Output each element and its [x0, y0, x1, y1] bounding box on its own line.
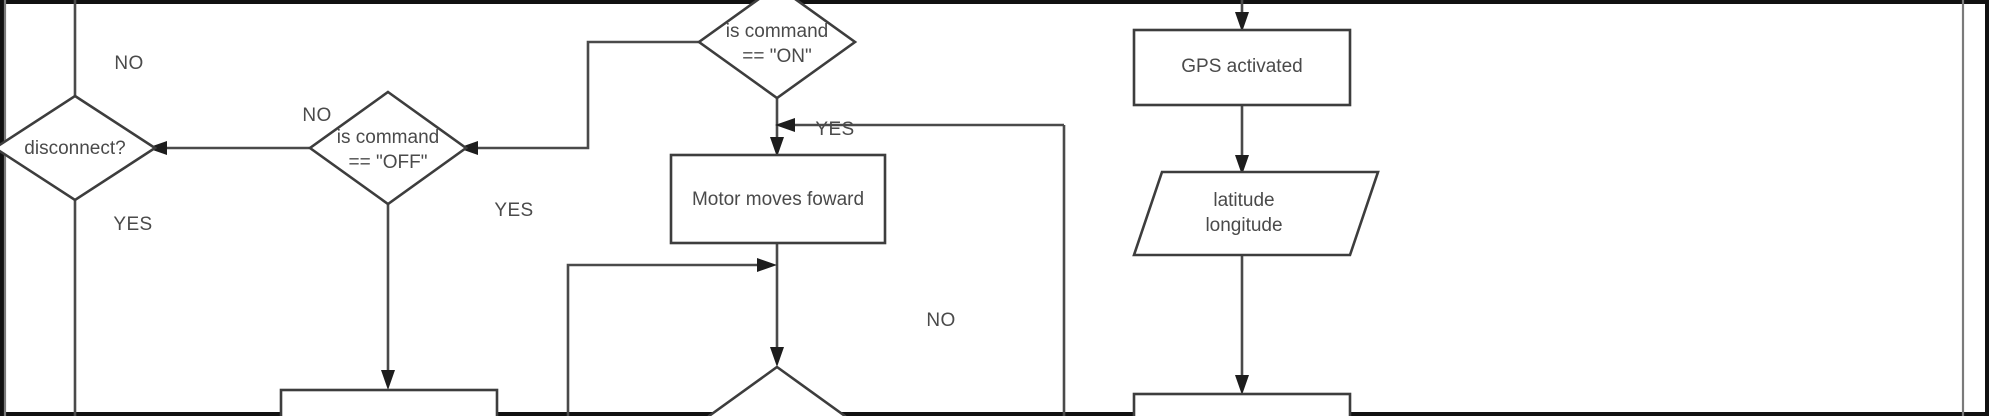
bottom-right-box[interactable]: [1132, 392, 1352, 416]
bottom-left-box[interactable]: [279, 388, 499, 416]
cmd-on-label-line2: == "ON": [742, 46, 811, 67]
node-lat-long[interactable]: latitude longitude: [1132, 170, 1380, 257]
arrowhead-to-bottom-left-box: [381, 370, 395, 390]
edge-label-no-cmd-off: NO: [302, 105, 331, 126]
arrowhead-to-motor: [770, 137, 784, 157]
disconnect-label: disconnect?: [24, 138, 125, 159]
lat-long-label-line1: latitude: [1213, 190, 1274, 211]
node-gps-activated[interactable]: GPS activated: [1132, 28, 1352, 107]
disconnect-diamond[interactable]: [0, 94, 158, 202]
node-bottom-center-decision[interactable]: [707, 365, 847, 416]
arrowhead-into-gps: [1235, 12, 1249, 32]
bottom-center-diamond[interactable]: [707, 365, 847, 416]
cmd-off-label-line1: is command: [337, 127, 439, 148]
lat-long-parallelogram[interactable]: [1132, 170, 1380, 257]
node-motor-forward[interactable]: Motor moves foward: [669, 153, 887, 245]
lat-long-label-line2: longitude: [1205, 215, 1282, 236]
node-bottom-left-box[interactable]: [279, 388, 499, 416]
gps-activated-box[interactable]: [1132, 28, 1352, 107]
cmd-on-diamond[interactable]: [696, 0, 858, 100]
arrowhead-feedback-into-cmdon-stem: [775, 118, 795, 132]
edge-label-yes-disconnect: YES: [113, 214, 152, 235]
node-cmd-on[interactable]: is command == "ON": [696, 0, 858, 100]
edge-label-no-disconnect: NO: [114, 53, 143, 74]
connector-cmdon-no-to-cmdoff: [474, 40, 699, 150]
arrowhead-latlong-to-bottom-box: [1235, 375, 1249, 395]
motor-forward-box[interactable]: [669, 153, 887, 245]
cmd-off-label-line2: == "OFF": [349, 152, 428, 173]
edge-label-yes-cmd-on: YES: [815, 119, 854, 140]
connector-loop-into-decision-stem: [566, 263, 762, 416]
edge-label-yes-cmd-off: YES: [494, 200, 533, 221]
arrowhead-loop-into-decision-stem: [757, 258, 777, 272]
motor-forward-label: Motor moves foward: [692, 189, 864, 210]
arrowhead-gps-to-latlong: [1235, 155, 1249, 175]
node-cmd-off[interactable]: is command == "OFF": [307, 90, 469, 206]
cmd-off-diamond[interactable]: [307, 90, 469, 206]
edge-label-no-bottom: NO: [926, 310, 955, 331]
cmd-on-label-line1: is command: [726, 21, 828, 42]
node-bottom-right-box[interactable]: [1132, 392, 1352, 416]
arrowhead-motor-to-decision: [770, 347, 784, 367]
node-disconnect[interactable]: disconnect?: [0, 94, 158, 202]
gps-activated-label: GPS activated: [1181, 56, 1302, 77]
